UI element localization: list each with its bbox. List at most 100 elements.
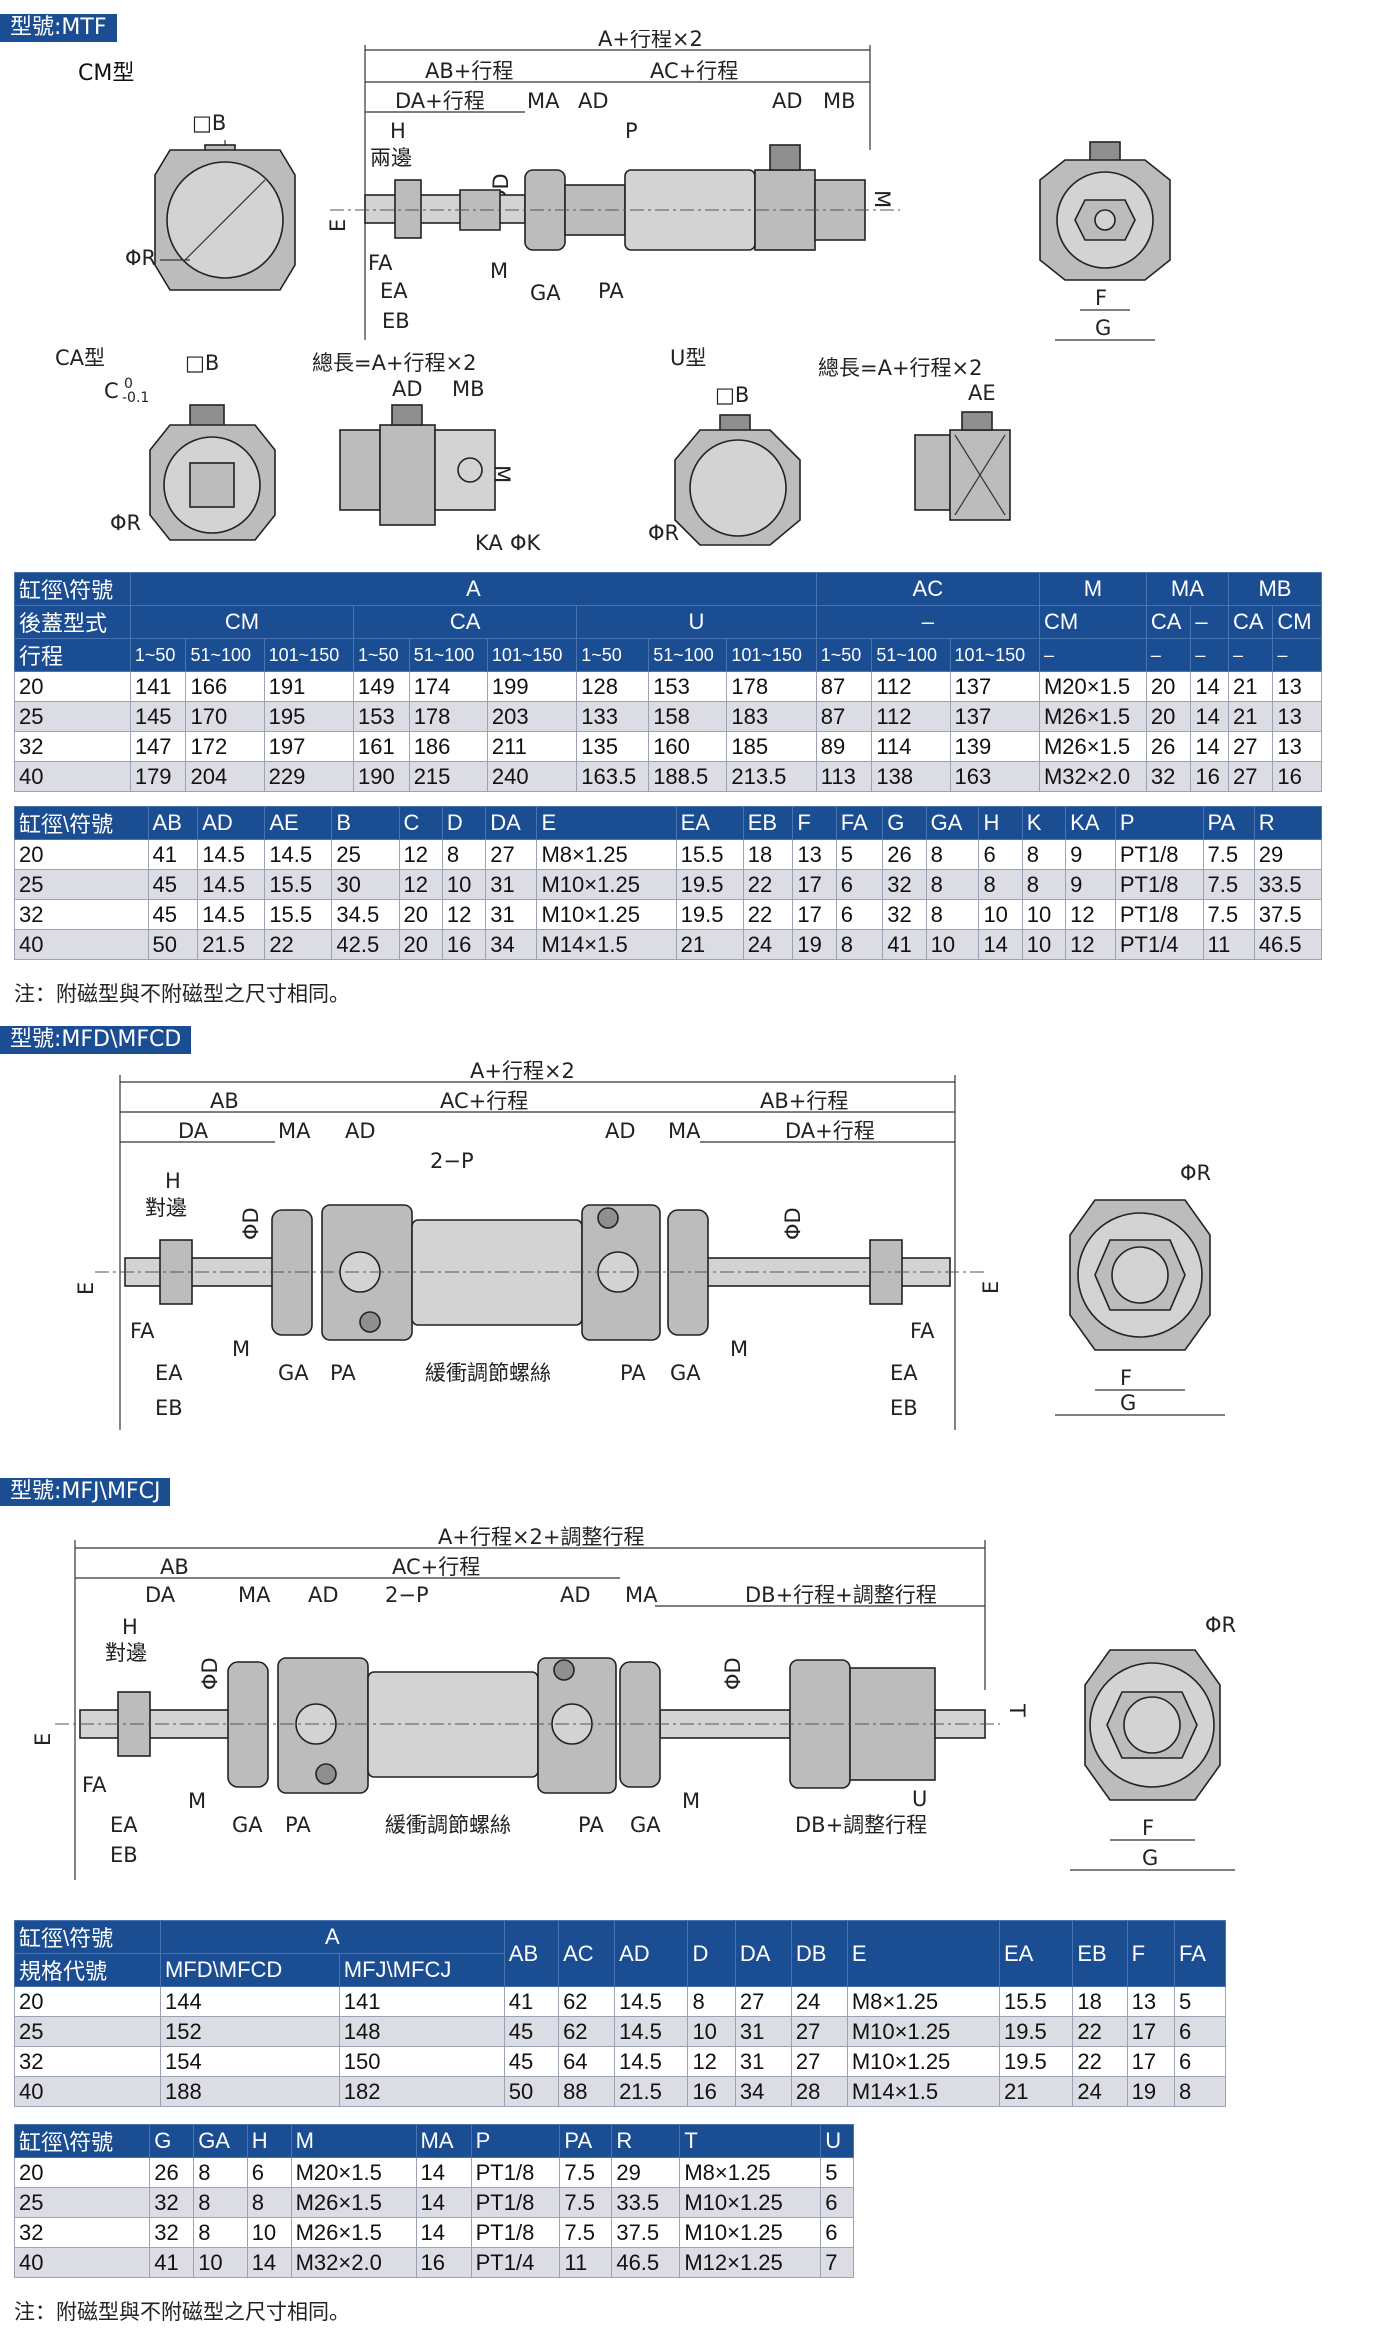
dim-phir: ΦR [125, 246, 156, 270]
table-cell: 6 [820, 2187, 854, 2218]
table-cell: 8 [925, 869, 980, 900]
table-header: AD [614, 1920, 689, 1987]
section-label-mfj: 型號:MFJ\MFCJ [0, 1478, 171, 1506]
table-cell: 20 [398, 899, 443, 930]
table-cell: 18 [1072, 1986, 1128, 2017]
table-cell: 11 [559, 2247, 613, 2278]
table-cell: 8 [246, 2187, 292, 2218]
table-cell: 188.5 [648, 761, 728, 792]
table-cell: 6 [820, 2217, 854, 2248]
table-cell: 183 [726, 701, 817, 732]
table-cell: 25 [331, 839, 400, 870]
table-cell: 10 [441, 869, 487, 900]
dim-phir: ΦR [1180, 1161, 1211, 1185]
table-cell: 28 [790, 2076, 848, 2107]
table-cell: 9 [1065, 869, 1116, 900]
note-magnet-2: 注：附磁型與不附磁型之尺寸相同。 [14, 2300, 350, 2324]
dim-ga: GA [278, 1361, 309, 1385]
table-header: 101~150 [486, 638, 578, 672]
dim-u: U [912, 1787, 927, 1811]
table-header: FA [1174, 1920, 1226, 1987]
dim-ab: AB+行程 [425, 59, 513, 83]
table-cell: 45 [147, 869, 199, 900]
table-header: 行程 [14, 638, 131, 672]
table-cell: 41 [503, 1986, 560, 2017]
table-cell: 17 [1126, 2016, 1176, 2047]
dim-f: F [1142, 1816, 1154, 1840]
dim-m: M [490, 259, 508, 283]
table-header: MA [1145, 572, 1229, 606]
note-magnet-1: 注：附磁型與不附磁型之尺寸相同。 [14, 982, 350, 1006]
dim-pa-right: PA [620, 1361, 646, 1385]
table-cell: 7.5 [1202, 869, 1255, 900]
label-opposite: 對邊 [145, 1196, 187, 1220]
table-cell: 7.5 [559, 2187, 613, 2218]
table-cell: 33.5 [1253, 869, 1323, 900]
dim-phid-right: ΦD [781, 1207, 805, 1240]
table-header: 缸徑\符號 [13, 2124, 151, 2158]
table-cell: M20×1.5 [290, 2157, 417, 2188]
table-cell: 24 [1072, 2076, 1128, 2107]
table-cell: 229 [263, 761, 355, 792]
table-cell: 12 [1065, 929, 1116, 960]
dim-eb-right: EB [890, 1396, 918, 1420]
mfj-drawing: A+行程×2+調整行程 AB AC+行程 DA MA AD 2−P AD MA … [31, 1525, 1236, 1880]
tol-top: 0 [124, 376, 133, 392]
table-mtf-lengths: 缸徑\符號 A AC M MA MB 後蓋型式 CM CA U – CM CA … [14, 572, 1323, 792]
table-cell: PT1/4 [470, 2247, 561, 2278]
ca-side-view: 總長=A+行程×2 AD MB M KA ΦK [312, 351, 542, 555]
table-cell: 9 [1065, 839, 1116, 870]
table-cell: 8 [835, 929, 884, 960]
table-cell: 25 [13, 2187, 151, 2218]
table-cell: 190 [353, 761, 410, 792]
dim-eb: EB [155, 1396, 183, 1420]
dim-ea: EA [110, 1813, 138, 1837]
table-cell: 114 [871, 731, 951, 762]
dim-ga: GA [232, 1813, 263, 1837]
table-cell: 12 [441, 899, 487, 930]
dim-da: DA+行程 [395, 89, 485, 113]
table-cell: M10×1.25 [679, 2187, 822, 2218]
table-header: KA [1065, 806, 1116, 840]
dim-f: F [1095, 286, 1107, 310]
table-cell: 19.5 [998, 2016, 1074, 2047]
dim-ac: AC+行程 [650, 59, 738, 83]
table-cell: 22 [742, 869, 794, 900]
dim-c: C [104, 379, 119, 403]
table-cell: 8 [1021, 869, 1067, 900]
table-cell: 199 [486, 671, 578, 702]
table-cell: 26 [149, 2157, 195, 2188]
table-cell: 13 [1272, 701, 1322, 732]
table-cell: 41 [149, 2247, 195, 2278]
table-cell: 32 [882, 869, 927, 900]
table-cell: 29 [1253, 839, 1323, 870]
table-cell: 12 [1065, 899, 1116, 930]
table-cell: 161 [353, 731, 410, 762]
table-header: C [398, 806, 443, 840]
table-cell: M8×1.25 [536, 839, 677, 870]
table-cell: 141 [338, 1986, 505, 2017]
table-header: 1~50 [576, 638, 650, 672]
table-cell: 26 [1145, 731, 1192, 762]
label-cushion-screw: 緩衝調節螺絲 [385, 1813, 511, 1837]
dim-ma: MA [527, 89, 560, 113]
dim-pa: PA [598, 279, 624, 303]
dim-ea: EA [155, 1361, 183, 1385]
table-cell: 32 [149, 2217, 195, 2248]
u-side-view: 總長=A+行程×2 AE [818, 356, 1011, 521]
table-cell: 15.5 [264, 869, 333, 900]
table-cell: 174 [408, 671, 488, 702]
dim-phir-ca: ΦR [110, 511, 141, 535]
dim-phik: ΦK [510, 531, 542, 555]
table-cell: 149 [353, 671, 410, 702]
dim-b: □B [192, 111, 226, 135]
table-cell: 10 [246, 2217, 292, 2248]
dim-ma-right: MA [668, 1119, 701, 1143]
table-header: – [1038, 638, 1147, 672]
table-cell: PT1/8 [1114, 899, 1204, 930]
dim-ac: AC+行程 [440, 1089, 528, 1113]
dim-ma: MA [238, 1583, 271, 1607]
